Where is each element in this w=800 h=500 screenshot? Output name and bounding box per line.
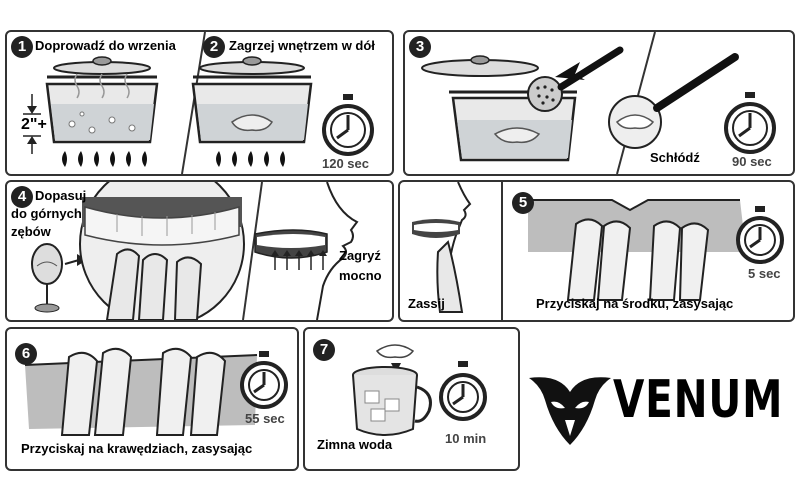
- step-6-number: 6: [15, 343, 37, 365]
- step-3-label: Schłódź: [650, 150, 700, 165]
- pot-icon: [47, 57, 157, 142]
- step-2-timer: 120 sec: [322, 156, 369, 171]
- stopwatch-icon: [726, 92, 774, 152]
- stopwatch-icon: [324, 94, 372, 154]
- step-2-number: 2: [203, 36, 225, 58]
- step-3-number: 3: [409, 36, 431, 58]
- step-4-label-line-3: zębów: [11, 224, 51, 239]
- cup-icon: [353, 367, 431, 435]
- step-6-label: Przyciskaj na krawędziach, zasysając: [21, 441, 252, 456]
- panel-3-drawing: [405, 32, 793, 174]
- step-2-label: Zagrzej wnętrzem w dół: [229, 38, 375, 53]
- panel-step-5: 5 Zassij Przyciskaj na środku, zasysając…: [398, 180, 795, 322]
- step-4-label-line-2: do górnych: [11, 206, 82, 221]
- mouthguard-icon: [528, 200, 746, 252]
- stopwatch-icon: [441, 361, 485, 419]
- step-4-bite-label-line-2: mocno: [339, 268, 382, 283]
- panel-steps-1-2: 1 Doprowadź do wrzenia 2"+ 2 Zagrzej wnę…: [5, 30, 394, 176]
- brand-logo: VENUM: [525, 360, 793, 450]
- step-4-label-line-1: Dopasuj: [35, 188, 86, 203]
- panel-step-7: 7 Zimna woda 10 min: [303, 327, 520, 471]
- step-5-number: 5: [512, 192, 534, 214]
- step-5-label: Przyciskaj na środku, zasysając: [536, 296, 733, 311]
- stopwatch-icon: [738, 206, 782, 262]
- mouthguard-icon: [377, 345, 413, 357]
- step-4-number: 4: [11, 186, 33, 208]
- step-7-timer: 10 min: [445, 431, 486, 446]
- step-7-number: 7: [313, 339, 335, 361]
- panel-1-2-drawing: [7, 32, 392, 174]
- snake-logo-icon: [525, 360, 615, 450]
- panel-step-3: 3 Schłódź 90 sec: [403, 30, 795, 176]
- flame-icon: [216, 151, 285, 167]
- step-1-measure: 2"+: [21, 116, 47, 134]
- step-6-timer: 55 sec: [245, 411, 285, 426]
- flame-icon: [62, 151, 147, 167]
- panel-step-4: 4 Dopasuj do górnych zębów Zagryź mocno: [5, 180, 394, 322]
- step-7-label: Zimna woda: [317, 437, 392, 452]
- step-1-number: 1: [11, 36, 33, 58]
- step-1-label: Doprowadź do wrzenia: [35, 38, 176, 53]
- step-4-bite-label-line-1: Zagryź: [339, 248, 381, 263]
- step-5-timer: 5 sec: [748, 266, 781, 281]
- slotted-spoon-icon: [609, 57, 735, 148]
- step-3-timer: 90 sec: [732, 154, 772, 169]
- step-5-suck-label: Zassij: [408, 296, 445, 311]
- mirror-icon: [32, 244, 62, 312]
- brand-name: VENUM: [613, 370, 783, 430]
- panel-step-6: 6 Przyciskaj na krawędziach, zasysając 5…: [5, 327, 299, 471]
